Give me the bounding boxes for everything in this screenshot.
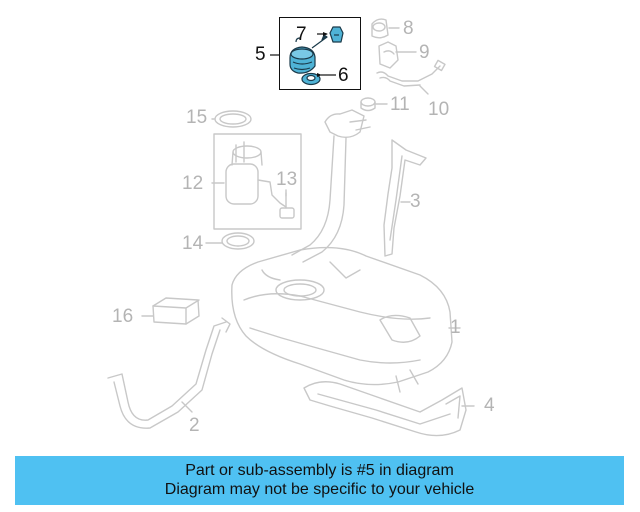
part-13-sender [279,192,295,219]
part-14-seal-ring [221,232,255,250]
part-3-heat-shield [383,139,427,257]
callout-10: 10 [428,99,450,120]
callout-16: 16 [112,306,134,327]
part-5-highlight-box [279,17,361,90]
callout-8: 8 [403,18,414,39]
part-6-seal [301,72,321,86]
callout-5: 5 [255,44,266,65]
part-16-control-module [152,297,200,325]
part-9-isolator [378,41,399,69]
callout-12: 12 [182,173,204,194]
banner-line-2: Diagram may not be specific to your vehi… [164,481,475,498]
part-11-nut [360,97,376,112]
part-8-grommet [371,18,389,39]
part-2-tank-strap [107,317,231,429]
info-banner: Part or sub-assembly is #5 in diagram Di… [15,456,624,505]
callout-9: 9 [419,42,430,63]
part-7-clip [329,26,344,43]
callout-4: 4 [484,395,495,416]
callout-7: 7 [296,24,307,45]
callout-13: 13 [276,169,298,190]
part-4-shield [303,381,467,437]
part-1-fuel-tank [231,246,453,393]
part-12-fuel-pump-assembly [213,133,302,230]
part-5-valve-body [289,46,316,74]
parts-diagram [107,18,475,437]
callout-3: 3 [410,191,421,212]
banner-line-1: Part or sub-assembly is #5 in diagram [185,462,454,479]
callout-15: 15 [186,107,208,128]
callout-11: 11 [390,94,410,115]
callout-2: 2 [189,415,200,436]
part-15-lock-ring [214,110,252,128]
filler-neck [291,109,371,263]
callout-14: 14 [182,233,204,254]
callout-6: 6 [338,65,349,86]
part-5-highlighted [289,26,344,86]
part-10-strap [376,59,446,87]
callout-1: 1 [450,317,461,338]
